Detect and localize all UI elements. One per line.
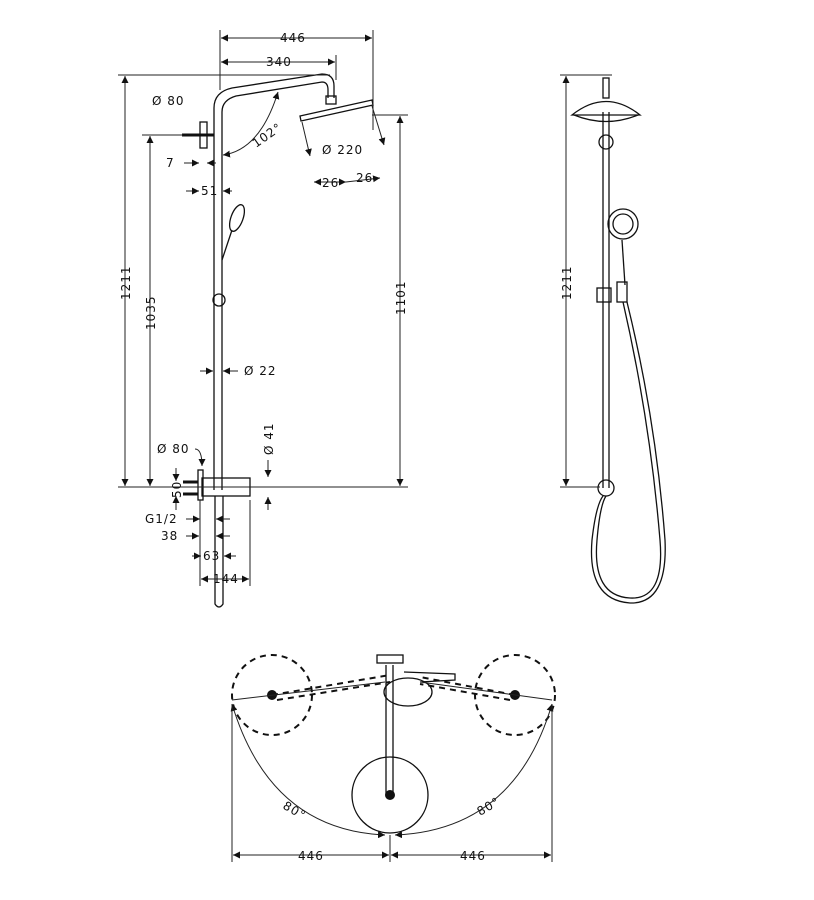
dim-head-tilt-right-label: 26	[356, 171, 373, 185]
dim-mixer-dia-label: Ø 41	[262, 422, 276, 455]
dim-38-label: 38	[161, 529, 178, 543]
front-view: 446 340 Ø 80 102° Ø 220 26 26 7 51 1211 …	[118, 30, 408, 608]
dim-angle-label: 102°	[250, 120, 285, 150]
dim-1035-label: 1035	[144, 295, 158, 330]
top-angle-right-label: 80°	[475, 794, 503, 818]
thermostat-mixer	[183, 469, 251, 608]
dim-51-label: 51	[201, 184, 218, 198]
dim-1211-label: 1211	[119, 265, 133, 300]
dim-wall-bracket-dia-label: Ø 80	[152, 94, 185, 108]
dim-340-label: 340	[266, 55, 292, 69]
dim-144-label: 144	[213, 572, 239, 586]
top-angle-left-label: 80°	[281, 798, 309, 822]
dim-head-dia-label: Ø 220	[322, 143, 363, 157]
dim-50-label: 50	[170, 481, 184, 498]
side-dim-1211-label: 1211	[560, 265, 574, 300]
dim-446-label: 446	[280, 31, 306, 45]
top-width-right-label: 446	[460, 849, 486, 863]
dim-1101-label: 1101	[394, 280, 408, 315]
shower-column	[213, 73, 374, 490]
hand-shower	[212, 204, 246, 307]
wall-bracket	[182, 121, 214, 149]
dim-pipe-dia-label: Ø 22	[244, 364, 277, 378]
dim-thread-label: G1/2	[145, 512, 178, 526]
dim-mixer-rosette-dia-label: Ø 80	[157, 442, 190, 456]
side-view: 1211	[560, 74, 666, 604]
dim-7-label: 7	[166, 156, 175, 170]
top-view: 80° 80° 446 446	[230, 654, 556, 863]
dim-head-tilt-left-label: 26	[322, 176, 339, 190]
dim-63-label: 63	[203, 549, 220, 563]
top-width-left-label: 446	[298, 849, 324, 863]
